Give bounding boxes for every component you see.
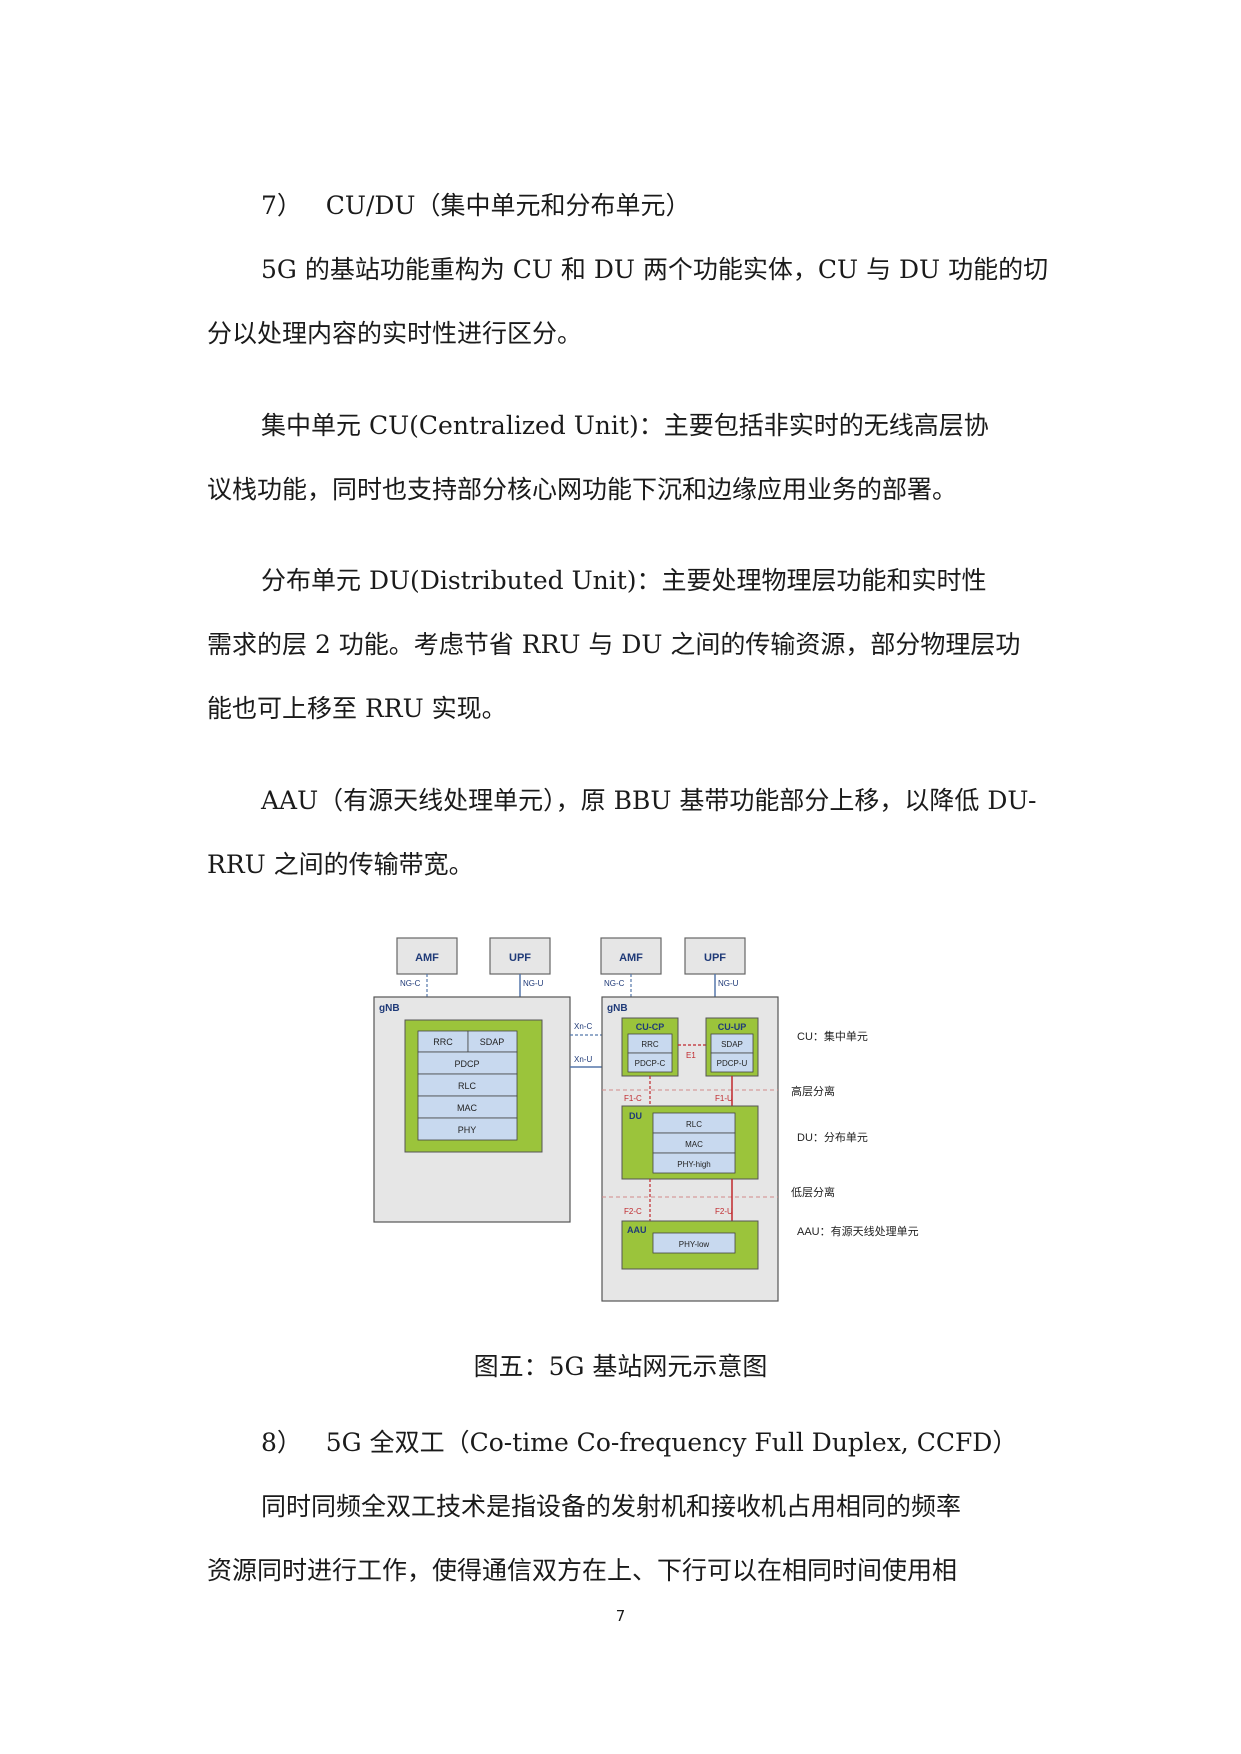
right-phy-low: PHY-low xyxy=(679,1240,710,1249)
heading-8: 8） 5G 全双工（Co-time Co-frequency Full Dupl… xyxy=(261,1428,1018,1457)
right-sdap: SDAP xyxy=(721,1040,743,1049)
5g-base-station-diagram: AMF UPF NG-C NG-U gNB RRC SDAP PDCP RLC … xyxy=(373,937,919,1302)
f1c-label: F1-C xyxy=(624,1094,642,1103)
left-rlc: RLC xyxy=(458,1081,477,1091)
left-phy: PHY xyxy=(458,1125,477,1135)
right-phy-high: PHY-high xyxy=(677,1160,711,1169)
right-ngu-label: NG-U xyxy=(718,979,739,988)
right-upf-box: UPF xyxy=(684,937,746,975)
left-mac: MAC xyxy=(457,1103,478,1113)
para3-line1: 分布单元 DU(Distributed Unit)：主要处理物理层功能和实时性 xyxy=(261,566,987,595)
du-label: DU xyxy=(629,1111,642,1121)
para2-line2: 议栈功能，同时也支持部分核心网功能下沉和边缘应用业务的部署。 xyxy=(207,475,958,504)
right-ngc-label: NG-C xyxy=(604,979,625,988)
left-pdcp: PDCP xyxy=(454,1059,479,1069)
side-label-low: 低层分离 xyxy=(791,1185,835,1199)
right-pdcp-c: PDCP-C xyxy=(635,1059,666,1068)
para4-line2: RRU 之间的传输带宽。 xyxy=(207,850,474,879)
heading-7: 7） CU/DU（集中单元和分布单元） xyxy=(261,191,691,220)
para3-line2: 需求的层 2 功能。考虑节省 RRU 与 DU 之间的传输资源，部分物理层功 xyxy=(207,630,1021,659)
aau-label: AAU xyxy=(627,1225,647,1235)
para2-line1: 集中单元 CU(Centralized Unit)：主要包括非实时的无线高层协 xyxy=(261,411,989,440)
left-upf-box: UPF xyxy=(489,937,551,975)
para5-line1: 同时同频全双工技术是指设备的发射机和接收机占用相同的频率 xyxy=(261,1492,962,1521)
para3-line3: 能也可上移至 RRU 实现。 xyxy=(207,694,507,723)
right-upf-label: UPF xyxy=(704,952,726,964)
left-amf-label: AMF xyxy=(415,952,439,964)
f2u-label: F2-U xyxy=(715,1207,733,1216)
right-rlc: RLC xyxy=(686,1120,702,1129)
page-number: 7 xyxy=(615,1607,626,1625)
para5-line2: 资源同时进行工作，使得通信双方在上、下行可以在相同时间使用相 xyxy=(207,1556,958,1585)
right-mac: MAC xyxy=(685,1140,703,1149)
side-label-high: 高层分离 xyxy=(791,1084,835,1098)
side-label-du: DU：分布单元 xyxy=(797,1131,868,1144)
para1-line2: 分以处理内容的实时性进行区分。 xyxy=(207,319,583,348)
e1-label: E1 xyxy=(686,1051,696,1060)
xnc-label: Xn-C xyxy=(574,1022,592,1031)
left-ngc-label: NG-C xyxy=(400,979,421,988)
right-pdcp-u: PDCP-U xyxy=(717,1059,748,1068)
right-amf-label: AMF xyxy=(619,952,643,964)
cu-cp-label: CU-CP xyxy=(636,1022,665,1032)
left-upf-label: UPF xyxy=(509,952,531,964)
left-rrc: RRC xyxy=(433,1037,453,1047)
figure-caption: 图五：5G 基站网元示意图 xyxy=(473,1352,768,1381)
left-sdap: SDAP xyxy=(480,1037,505,1047)
para4-line1: AAU（有源天线处理单元），原 BBU 基带功能部分上移，以降低 DU- xyxy=(261,786,1037,815)
side-label-aau: AAU：有源天线处理单元 xyxy=(797,1224,919,1238)
right-rrc: RRC xyxy=(641,1040,659,1049)
cu-up-label: CU-UP xyxy=(718,1022,747,1032)
right-gnb-label: gNB xyxy=(607,1003,628,1014)
left-ngu-label: NG-U xyxy=(523,979,544,988)
left-gnb-label: gNB xyxy=(379,1003,400,1014)
f1u-label: F1-U xyxy=(715,1094,733,1103)
f2c-label: F2-C xyxy=(624,1207,642,1216)
right-amf-box: AMF xyxy=(600,937,662,975)
left-amf-box: AMF xyxy=(396,937,458,975)
side-label-cu: CU：集中单元 xyxy=(797,1029,868,1043)
para1-line1: 5G 的基站功能重构为 CU 和 DU 两个功能实体，CU 与 DU 功能的切 xyxy=(261,255,1049,284)
xnu-label: Xn-U xyxy=(574,1055,592,1064)
